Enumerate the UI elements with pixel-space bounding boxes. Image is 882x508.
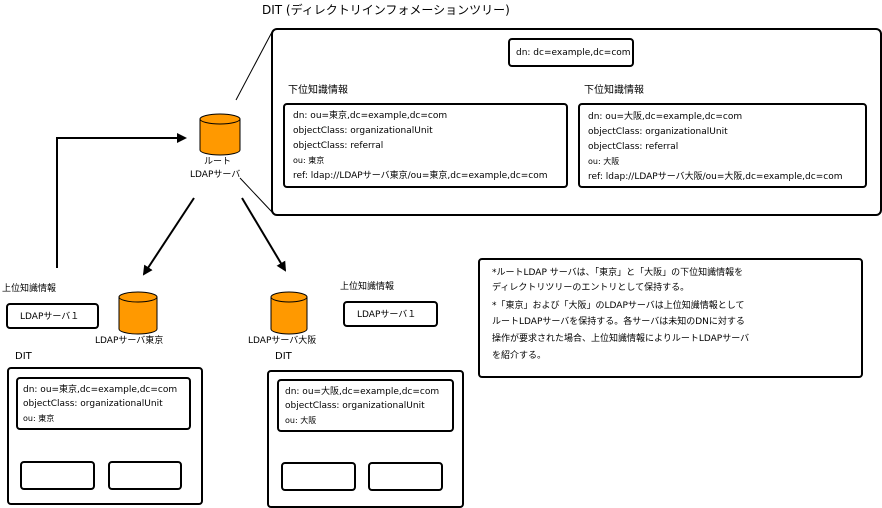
osaka-ref-line: objectClass: organizationalUnit <box>588 127 728 137</box>
notes-box: *ルートLDAP サーバは、「東京」と「大阪」の下位知識情報を ディレクトリツリ… <box>478 258 863 378</box>
upper-reference-arrow <box>56 133 187 268</box>
osaka-upper-value: LDAPサーバ１ <box>357 310 417 320</box>
tokyo-upper-box: LDAPサーバ１ <box>6 303 99 329</box>
note-line: ルートLDAPサーバを保持する。各サーバは未知のDNに対する <box>492 317 745 327</box>
osaka-entry-line: dn: ou=大阪,dc=example,dc=com <box>285 387 440 397</box>
tokyo-ref-line: objectClass: referral <box>293 141 384 151</box>
tokyo-server-name: LDAPサーバ東京 <box>95 336 164 346</box>
note-line: 操作が要求された場合、上位知識情報によりルートLDAPサーバ <box>492 334 750 344</box>
dit-title: DIT (ディレクトリインフォメーションツリー) <box>262 3 510 17</box>
note-line: ディレクトリツリーのエントリとして保持する。 <box>492 283 690 293</box>
osaka-ref-heading: 下位知識情報 <box>584 85 644 96</box>
root-entry-box: dn: dc=example,dc=com <box>508 38 634 67</box>
osaka-entry-box: dn: ou=大阪,dc=example,dc=com objectClass:… <box>277 379 454 432</box>
osaka-ref-line: objectClass: referral <box>588 142 679 152</box>
tokyo-ref-line: ref: ldap://LDAPサーバ東京/ou=東京,dc=example,d… <box>293 171 548 181</box>
root-server-label-line2: LDAPサーバ <box>190 170 241 180</box>
note-line: *ルートLDAP サーバは、「東京」と「大阪」の下位知識情報を <box>492 268 744 278</box>
arrow-to-osaka <box>241 197 287 272</box>
osaka-dit-label: DIT <box>275 351 292 362</box>
osaka-entry-line: ou: 大阪 <box>285 416 317 425</box>
tokyo-server-cylinder <box>118 291 158 335</box>
tokyo-ref-line: dn: ou=東京,dc=example,dc=com <box>293 111 448 121</box>
root-server-label-line1: ルート <box>204 157 232 167</box>
osaka-server-name: LDAPサーバ大阪 <box>248 336 317 346</box>
tokyo-entry-line: ou: 東京 <box>23 414 55 423</box>
osaka-ref-box: dn: ou=大阪,dc=example,dc=com objectClass:… <box>578 103 867 188</box>
callout-line-bottom <box>239 177 273 213</box>
tokyo-ref-box: dn: ou=東京,dc=example,dc=com objectClass:… <box>283 103 568 188</box>
tokyo-entry-line: objectClass: organizationalUnit <box>23 399 163 409</box>
tokyo-dit-label: DIT <box>15 351 32 362</box>
osaka-child-entry <box>281 462 356 491</box>
osaka-entry-line: objectClass: organizationalUnit <box>285 401 425 411</box>
osaka-ref-line: ref: ldap://LDAPサーバ大阪/ou=大阪,dc=example,d… <box>588 172 843 182</box>
tokyo-upper-value: LDAPサーバ１ <box>20 312 80 322</box>
tokyo-upper-heading: 上位知識情報 <box>2 284 57 294</box>
root-server-cylinder <box>199 113 241 156</box>
osaka-child-entry <box>368 462 443 491</box>
note-line: を紹介する。 <box>492 351 547 361</box>
osaka-server-cylinder <box>270 291 308 335</box>
root-entry-dn: dn: dc=example,dc=com <box>516 48 631 58</box>
arrow-to-tokyo <box>142 197 195 276</box>
osaka-upper-box: LDAPサーバ１ <box>343 301 438 327</box>
tokyo-ref-heading: 下位知識情報 <box>288 85 348 96</box>
tokyo-child-entry <box>20 461 95 490</box>
tokyo-ref-line: objectClass: organizationalUnit <box>293 126 433 136</box>
tokyo-child-entry <box>108 461 182 490</box>
osaka-upper-heading: 上位知識情報 <box>340 282 395 292</box>
tokyo-entry-box: dn: ou=東京,dc=example,dc=com objectClass:… <box>16 377 191 430</box>
tokyo-entry-line: dn: ou=東京,dc=example,dc=com <box>23 385 178 395</box>
callout-line-top <box>235 31 273 101</box>
osaka-ref-line: dn: ou=大阪,dc=example,dc=com <box>588 112 743 122</box>
osaka-ref-line: ou: 大阪 <box>588 157 620 166</box>
tokyo-ref-line: ou: 東京 <box>293 156 325 165</box>
note-line: *「東京」および「大阪」のLDAPサーバは上位知識情報として <box>492 301 745 311</box>
